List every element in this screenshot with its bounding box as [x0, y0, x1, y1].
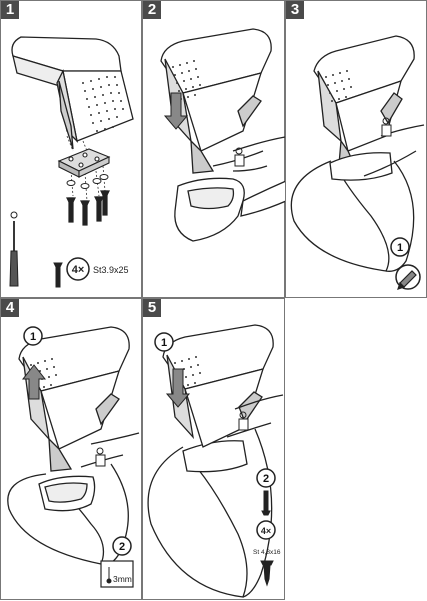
- step-one-number: 1: [30, 331, 36, 343]
- panel-2: 2: [142, 0, 286, 298]
- armrest-install-step-4: 1 2 3mm: [7, 326, 140, 588]
- drill-size-box: [100, 560, 134, 588]
- lock-icon: [234, 147, 245, 167]
- lock-icon: [95, 447, 106, 467]
- panel-number: 5: [143, 299, 161, 317]
- self-tapping-screw-icon: [260, 560, 274, 587]
- step-number: 1: [397, 242, 403, 254]
- panel-number: 4: [1, 299, 19, 317]
- armrest-exploded-view: 4× St3.9x25: [9, 36, 134, 288]
- screw-count-label: 4×: [72, 264, 85, 276]
- lock-icon: [238, 411, 249, 431]
- armrest-install-step-5: 1 2 4× St 4,8x16: [147, 324, 284, 598]
- screws-illustration: [66, 190, 110, 226]
- panel-3: 3 1: [285, 0, 427, 298]
- screw-count-label: 4×: [261, 526, 271, 536]
- screw-icon: [261, 490, 271, 516]
- slide-down-arrow-icon: [165, 368, 191, 408]
- quantity-circle: [66, 257, 90, 281]
- perforation-pattern: [82, 76, 124, 132]
- step-one-number: 1: [161, 337, 167, 349]
- screwdriver-icon: [9, 211, 19, 287]
- step-two-number: 2: [119, 541, 125, 553]
- step-circle: [112, 536, 132, 556]
- lock-icon: [381, 117, 392, 137]
- screw-spec-label: St 4,8x16: [253, 549, 281, 556]
- panel-number: 1: [1, 1, 19, 19]
- step-circle: [256, 468, 276, 488]
- quantity-circle: [256, 520, 276, 540]
- step-circle: [390, 237, 410, 257]
- slide-down-arrow-icon: [163, 92, 189, 130]
- pen-icon: [397, 270, 417, 290]
- panel-4: 4: [0, 298, 142, 600]
- panel-5: 5: [142, 298, 285, 600]
- armrest-install-step-2: [160, 28, 286, 242]
- step-circle: [154, 332, 174, 352]
- drill-size-label: 3mm: [113, 574, 132, 584]
- screw-icon: [53, 262, 63, 288]
- empty-slot: [285, 298, 427, 600]
- panel-number: 3: [286, 1, 304, 19]
- step-circle: [23, 326, 43, 346]
- drill-icon: [106, 567, 112, 584]
- armrest-illustration: [11, 36, 134, 150]
- step-two-number: 2: [263, 473, 269, 485]
- armrest-install-step-3: 1: [290, 35, 425, 290]
- screw-spec-label: St3.9x25: [93, 265, 129, 275]
- slide-up-arrow-icon: [21, 364, 47, 400]
- mounting-bracket: [57, 148, 111, 178]
- panel-1: 1: [0, 0, 142, 298]
- panel-number: 2: [143, 1, 161, 19]
